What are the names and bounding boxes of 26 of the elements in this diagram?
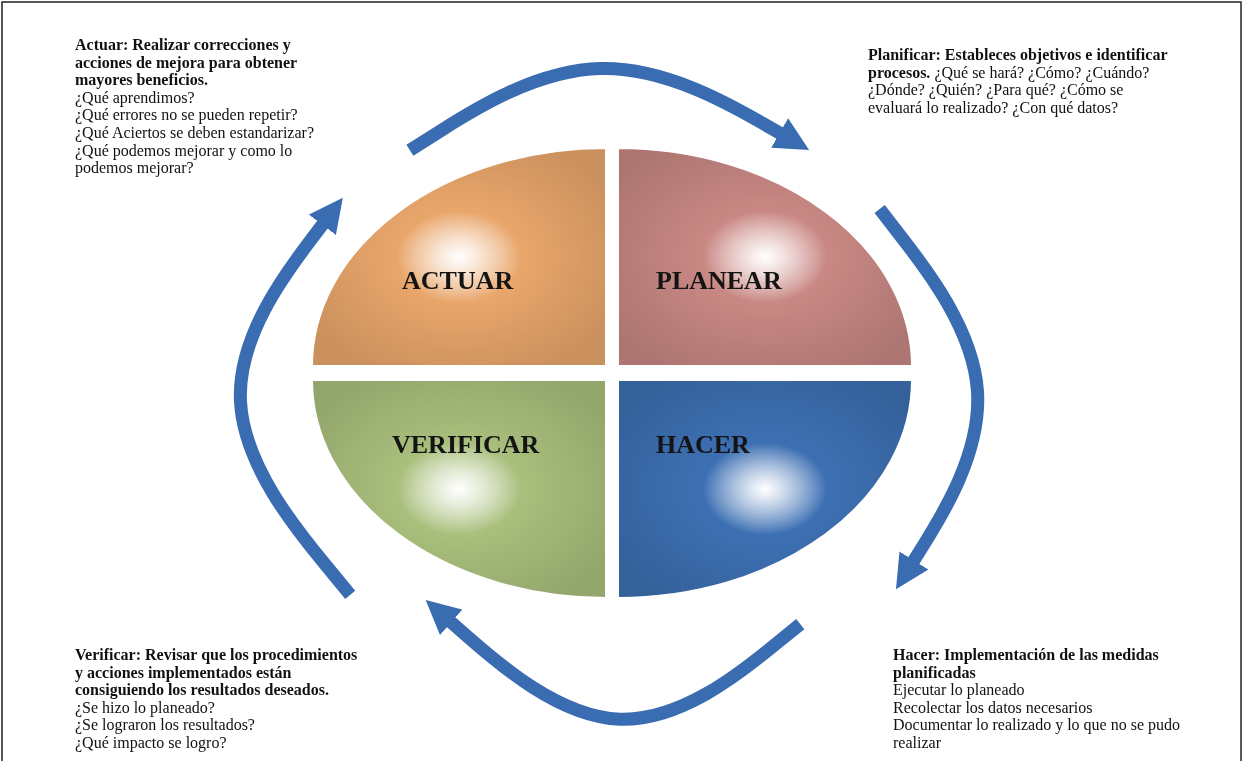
quadrant-shape (618, 148, 912, 366)
curved-arrow (874, 205, 985, 590)
description-text: Planificar: Estableces objetivos e identificar procesos. ¿Qué se hará? ¿Cómo? ¿Cuándo? ¿Dónde? ¿Quién? ¿Para qué? ¿Cómo se evaluará lo realizado? ¿Con qué datos? (868, 46, 1168, 117)
description-text: Hacer: Implementación de las medidas planificadas (893, 646, 1160, 682)
question-text: ¿Qué impacto se logro? (75, 733, 228, 752)
quadrant-label: VERIFICAR (392, 430, 540, 460)
question-text: ¿Qué aprendimos? (75, 88, 196, 107)
quadrant-shape (618, 380, 912, 598)
quadrant-shape (312, 380, 606, 598)
quadrant-label: HACER (656, 430, 750, 460)
question-text: Ejecutar lo planeado (893, 681, 1026, 699)
quadrant-label: ACTUAR (402, 266, 514, 296)
curved-arrow (406, 62, 810, 156)
description-text: Verificar: Revisar que los procedimientos y acciones implementados están consiguiendo los resultados deseados. (75, 646, 359, 699)
quadrant-shape (312, 148, 606, 366)
question-text: ¿Se lograron los resultados? (75, 716, 256, 734)
question-text: ¿Qué podemos mejorar y como lo podemos mejorar? (75, 141, 294, 177)
question-text: ¿Qué errores no se pueden repetir? (75, 106, 299, 124)
curved-arrow (425, 599, 805, 726)
question-text: ¿Se hizo lo planeado? (75, 698, 216, 717)
curved-arrow (233, 197, 356, 600)
question-text: Documentar lo realizado y lo que no se pudo realizar (893, 716, 1182, 752)
question-text: Recolectar los datos necesarios (893, 698, 1094, 717)
description-text: Actuar: Realizar correcciones y acciones de mejora para obtener mayores beneficios. (75, 36, 298, 89)
question-text: ¿Qué Aciertos se deben estandarizar? (75, 123, 315, 142)
quadrant-label: PLANEAR (656, 266, 782, 296)
